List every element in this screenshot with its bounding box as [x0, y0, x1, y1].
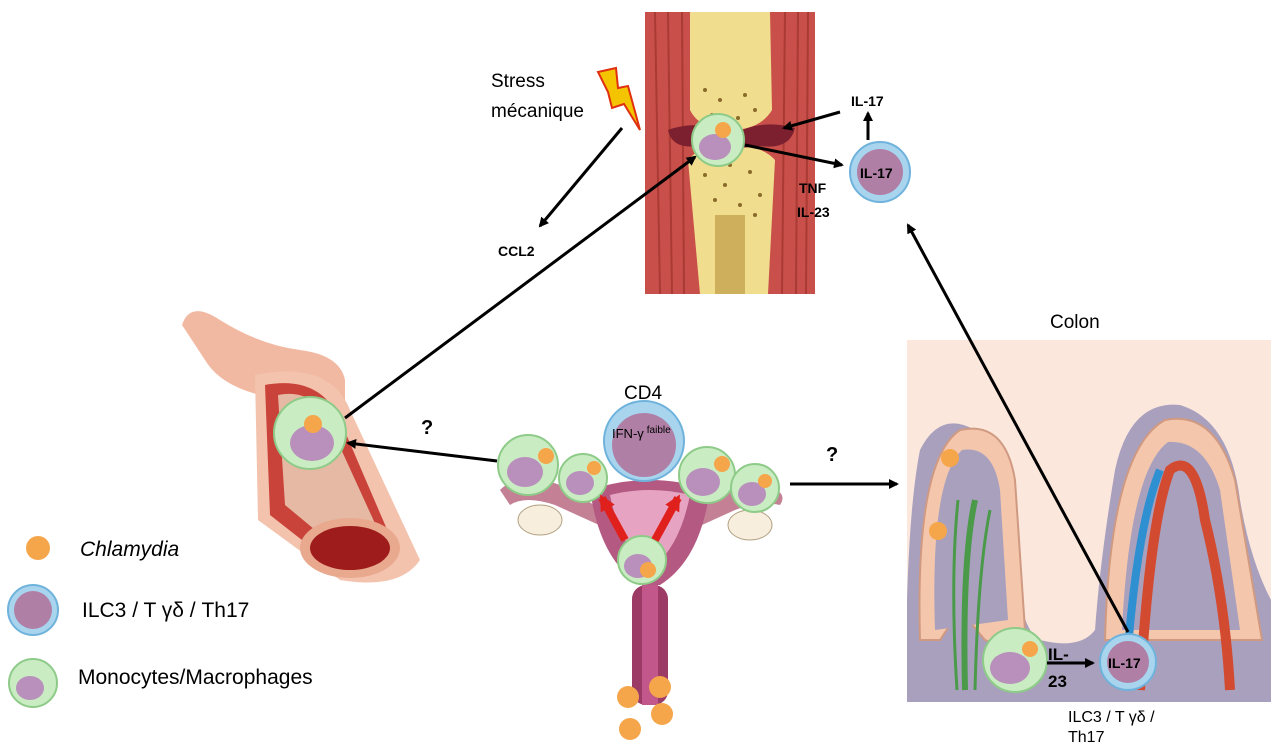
- ccl2-label: CCL2: [498, 243, 535, 259]
- legend-label-chlamydia: Chlamydia: [80, 538, 179, 561]
- colon-cell-caption-line1: ILC3 / T γδ /: [1068, 709, 1155, 726]
- colon-cell-caption-line2: Th17: [1068, 729, 1105, 746]
- il23-label: IL-23: [797, 204, 830, 220]
- arrow-vessel-to-knee: [345, 157, 695, 418]
- tnf-label: TNF: [799, 180, 827, 196]
- il17-colon-cell-label: IL-17: [1108, 655, 1141, 671]
- cd4-cell: [604, 401, 684, 481]
- cd4-label: CD4: [624, 383, 662, 404]
- colon-title: Colon: [1050, 312, 1100, 333]
- legend-label-lymphocyte: ILC3 / T γδ / Th17: [82, 599, 249, 622]
- il23-colon-label-line2: 23: [1048, 672, 1067, 691]
- stress-label: Stress: [491, 71, 545, 92]
- legend-item-macrophage: Monocytes/Macrophages: [9, 659, 313, 707]
- colon-illustration: [907, 340, 1271, 702]
- legend-item-chlamydia: Chlamydia: [26, 536, 179, 561]
- il23-colon-label-line1: IL-: [1048, 645, 1069, 664]
- arrow-stress-to-ccl2: [540, 128, 622, 226]
- stress-label-line2: mécanique: [491, 101, 584, 122]
- colon-macrophage: [983, 628, 1047, 692]
- question-right: ?: [826, 444, 838, 466]
- il17-cell-label: IL-17: [860, 165, 893, 181]
- chlamydia-dot-icon: [26, 536, 50, 560]
- question-left: ?: [421, 417, 433, 439]
- vessel-macrophage: [274, 397, 346, 469]
- uterus-illustration: [500, 479, 783, 705]
- lightning-icon: [598, 68, 640, 130]
- il17-top-label: IL-17: [851, 93, 884, 109]
- legend: Chlamydia ILC3 / T γδ / Th17 Monocytes/M…: [8, 536, 313, 707]
- ifn-superscript: faible: [647, 425, 671, 436]
- knee-macrophage: [692, 114, 744, 166]
- legend-item-lymphocyte: ILC3 / T γδ / Th17: [8, 585, 249, 635]
- legend-label-macrophage: Monocytes/Macrophages: [78, 666, 313, 689]
